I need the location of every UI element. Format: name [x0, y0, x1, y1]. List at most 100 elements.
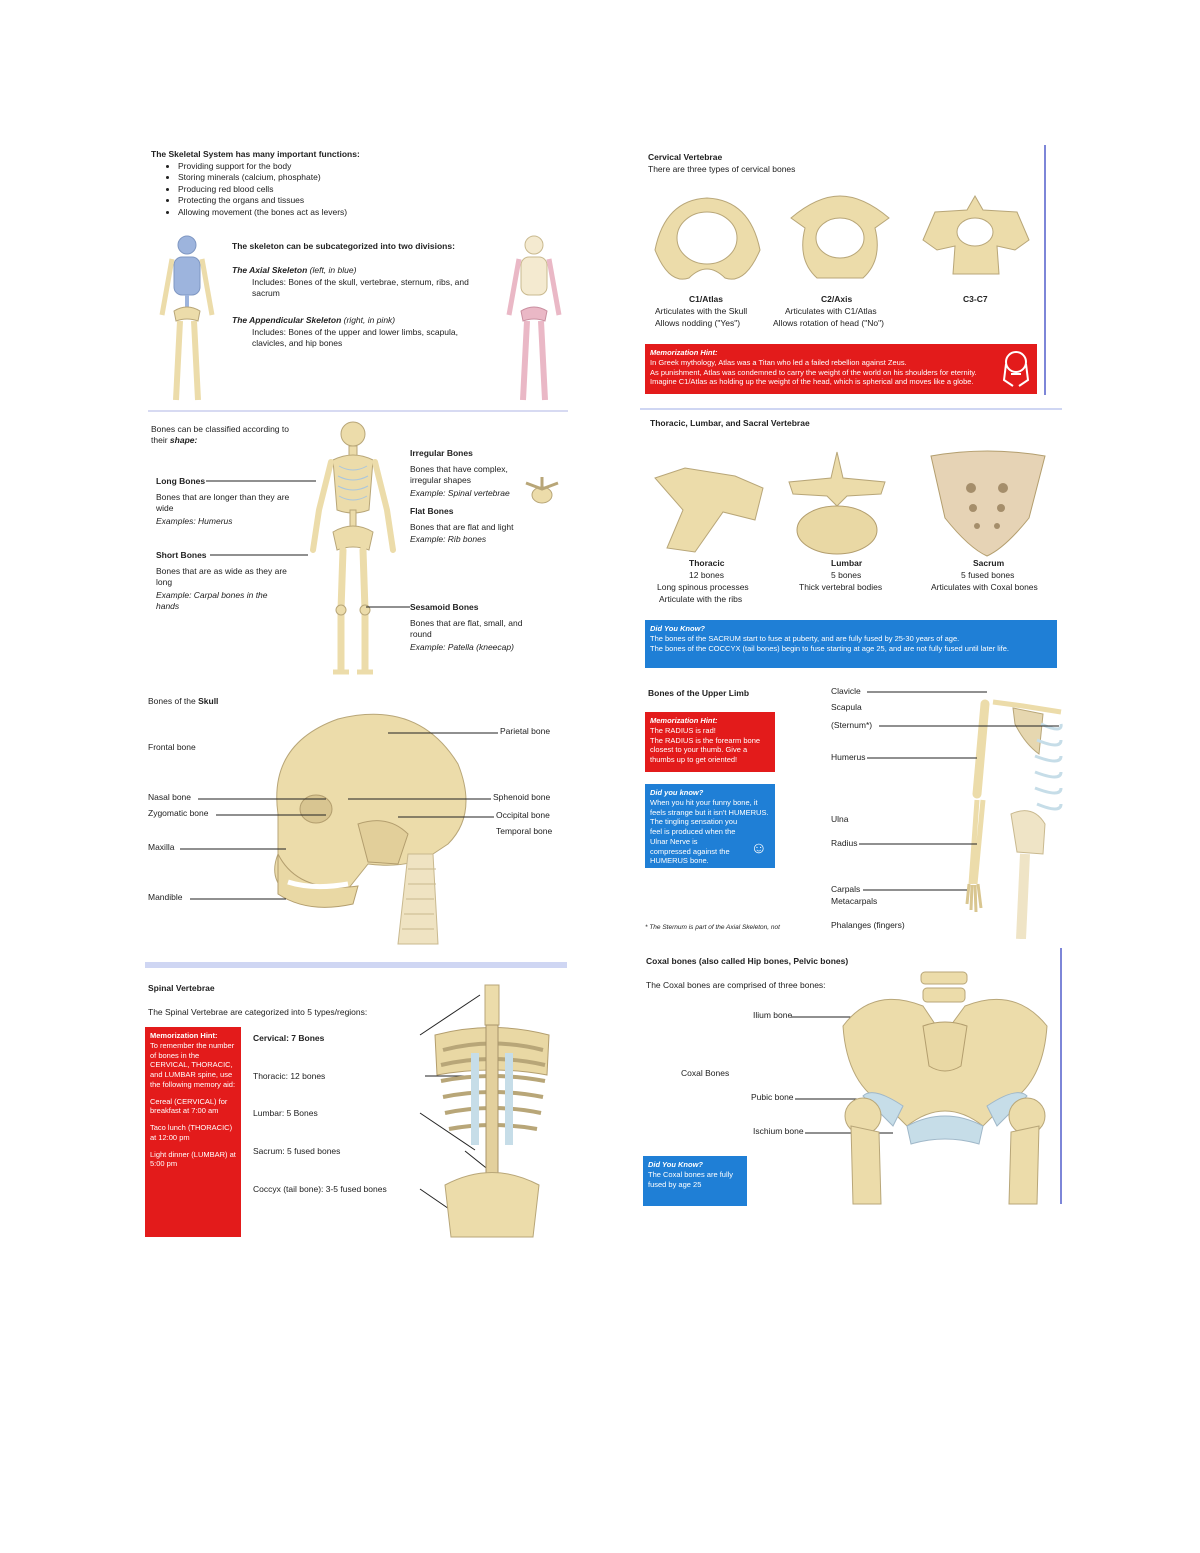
hint-text: Taco lunch (THORACIC) at 12:00 pm — [150, 1123, 233, 1142]
label-temporal-bone: Temporal bone — [496, 826, 553, 836]
panel-skull: Bones of the Skull Frontal bone Nasal bo… — [148, 692, 568, 952]
hint-text: To remember the number of bones in the C… — [150, 1040, 236, 1089]
label-parietal-bone: Parietal bone — [500, 726, 551, 736]
region-coccyx: Coccyx (tail bone): 3-5 fused bones — [253, 1184, 387, 1194]
short-bones-title: Short Bones — [156, 550, 207, 560]
label-ulna: Ulna — [831, 814, 849, 824]
hint-title: Memorization Hint: — [650, 716, 718, 725]
upper-limb-title: Bones of the Upper Limb — [648, 688, 750, 698]
hint-title: Memorization Hint: — [650, 348, 718, 357]
hint-text: Light dinner (LUMBAR) at 5:00 pm — [150, 1149, 236, 1169]
label-coxal-bones: Coxal Bones — [681, 1068, 730, 1078]
list-item: Providing support for the body — [178, 161, 347, 172]
hint-text: Imagine C1/Atlas as holding up the weigh… — [650, 377, 974, 387]
thoracic-line1: 12 bones — [689, 570, 724, 580]
leader-line — [198, 798, 326, 800]
leader-line — [867, 757, 977, 759]
leader-line — [863, 889, 967, 891]
leader-line — [859, 843, 977, 845]
list-item: Allowing movement (the bones act as leve… — [178, 207, 347, 218]
hint-title: Memorization Hint: — [150, 1031, 218, 1040]
label-zygomatic-bone: Zygomatic bone — [148, 808, 209, 818]
upper-memory-hint: Memorization Hint: The RADIUS is rad! Th… — [645, 712, 775, 772]
hint-text: Cereal (CERVICAL) for breakfast at 7:00 … — [150, 1096, 228, 1116]
region-cervical: Cervical: 7 Bones — [253, 1033, 325, 1043]
axial-title: The Axial Skeleton — [232, 265, 308, 275]
leader-line — [398, 816, 494, 818]
shape-intro-line: Bones can be classified according to — [151, 424, 289, 434]
leader-line — [180, 848, 286, 850]
list-item: Protecting the organs and tissues — [178, 195, 347, 206]
appendicular-heading: The Appendicular Skeleton (right, in pin… — [232, 315, 395, 326]
sacrum-line1: 5 fused bones — [961, 570, 1015, 580]
sesamoid-bones-desc: Bones that are flat, small, and round — [410, 618, 523, 640]
label-clavicle: Clavicle — [831, 686, 861, 696]
c1-line1: Articulates with the Skull — [655, 306, 748, 316]
list-item: Storing minerals (calcium, phosphate) — [178, 172, 347, 183]
divisions-intro: The skeleton can be subcategorized into … — [232, 241, 455, 251]
label-scapula: Scapula — [831, 702, 862, 712]
lumbar-line1: 5 bones — [831, 570, 862, 580]
functions-list: Providing support for the body Storing m… — [148, 161, 347, 218]
coxal-bracket — [739, 996, 740, 1176]
lumbar-line2: Thick vertebral bodies — [799, 582, 883, 592]
flat-bones-title: Flat Bones — [410, 506, 454, 516]
axial-desc: Includes: Bones of the skull, vertebrae,… — [252, 277, 469, 299]
full-skeleton-figure — [310, 421, 396, 675]
label-ilium: Ilium bone — [753, 1010, 793, 1020]
label-phalanges: Phalanges (fingers) — [831, 920, 905, 930]
label-metacarpals: Metacarpals — [831, 896, 878, 906]
hint-text: In Greek mythology, Atlas was a Titan wh… — [650, 357, 907, 367]
sacrum-line2: Articulates with Coxal bones — [931, 582, 1038, 592]
lumbar-title: Lumbar — [831, 558, 863, 568]
panel-upper-limb: Bones of the Upper Limb Memorization Hin… — [645, 684, 1063, 939]
c2-line2: Allows rotation of head ("No") — [773, 318, 884, 328]
upper-limb-figure — [965, 699, 1063, 939]
sesamoid-bones-title: Sesamoid Bones — [410, 602, 479, 612]
hint-text: The RADIUS is rad! — [650, 725, 716, 735]
short-bones-desc: Bones that are as wide as they are long — [156, 566, 287, 588]
label-nasal-bone: Nasal bone — [148, 792, 192, 802]
region-thoracic: Thoracic: 12 bones — [253, 1071, 326, 1081]
leader-line — [879, 725, 1059, 727]
sesamoid-bones-example: Example: Patella (kneecap) — [410, 642, 514, 652]
label-frontal-bone: Frontal bone — [148, 742, 196, 752]
leader-line — [867, 691, 987, 693]
did-you-know-text: The Coxal bones are fully fused by age 2… — [648, 1169, 734, 1189]
skeletal-intro: The Skeletal System has many important f… — [151, 149, 360, 159]
leader-line — [206, 480, 316, 482]
coxal-intro: The Coxal bones are comprised of three b… — [646, 980, 826, 990]
skull-title-prefix: Bones of the — [148, 696, 196, 706]
did-you-know-text: When you hit your funny bone, it feels s… — [650, 797, 769, 817]
skull-title: Bones of the Skull — [148, 696, 218, 707]
leader-line — [210, 554, 308, 556]
lumbar-vertebra-figure — [788, 451, 886, 555]
did-you-know-text: The bones of the COCCYX (tail bones) beg… — [650, 643, 1009, 653]
panel-spinal-vertebrae: Spinal Vertebrae The Spinal Vertebrae ar… — [145, 975, 567, 1245]
list-item: Producing red blood cells — [178, 184, 347, 195]
label-carpals: Carpals — [831, 884, 861, 894]
sacrum-figure — [930, 450, 1046, 557]
leader-line — [791, 1016, 861, 1018]
shape-intro-emphasis: shape: — [169, 435, 198, 446]
appendicular-desc: Includes: Bones of the upper and lower l… — [252, 327, 459, 349]
tls-did-you-know: Did You Know? The bones of the SACRUM st… — [645, 620, 1057, 668]
divider — [148, 410, 568, 412]
did-you-know-text: The bones of the SACRUM start to fuse at… — [650, 633, 960, 643]
cervical-memory-hint: Memorization Hint: In Greek mythology, A… — [645, 344, 1037, 394]
coxal-did-you-know: Did You Know? The Coxal bones are fully … — [643, 1156, 747, 1206]
region-lumbar: Lumbar: 5 Bones — [253, 1108, 318, 1118]
thoracic-line3: Articulate with the ribs — [659, 594, 743, 604]
label-radius: Radius — [831, 838, 858, 848]
irregular-bones-example: Example: Spinal vertebrae — [410, 488, 510, 498]
thoracic-line2: Long spinous processes — [657, 582, 749, 592]
c1-atlas-figure — [654, 197, 761, 280]
c2-line1: Articulates with C1/Atlas — [785, 306, 877, 316]
hint-text: As punishment, Atlas was condemned to ca… — [650, 367, 977, 377]
label-sphenoid-bone: Sphenoid bone — [493, 792, 551, 802]
short-bones-example: Example: Carpal bones in the hands — [156, 590, 268, 612]
coxal-title: Coxal bones (also called Hip bones, Pelv… — [646, 956, 849, 966]
c1-line2: Allows nodding ("Yes") — [655, 318, 741, 328]
long-bones-title: Long Bones — [156, 476, 206, 486]
did-you-know-title: Did you know? — [650, 788, 704, 797]
